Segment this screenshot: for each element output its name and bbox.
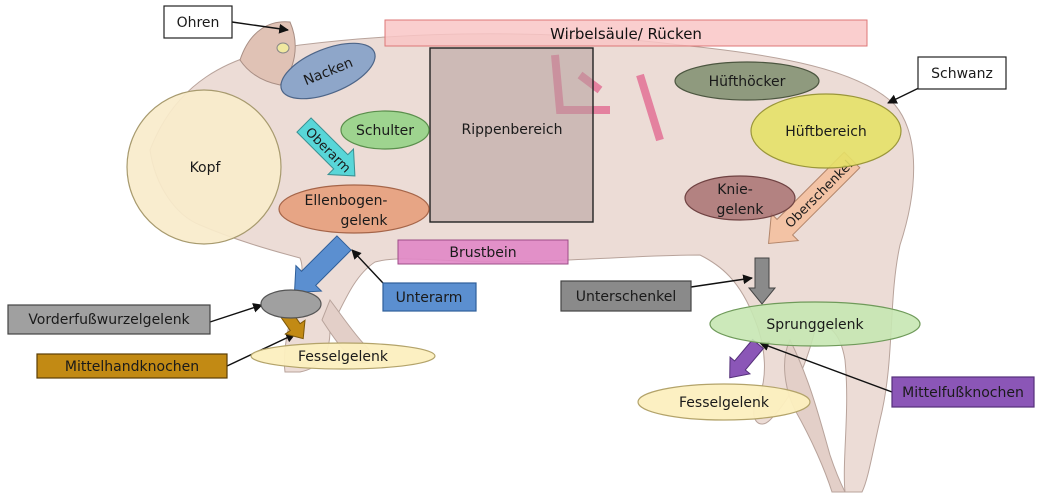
fesselgelenk-hinten-label: Fesselgelenk <box>679 395 770 411</box>
schwanz-label: Schwanz <box>931 66 993 82</box>
ellenbogen-label-1: Ellenbogen- <box>305 193 388 209</box>
brustbein-label: Brustbein <box>449 245 516 261</box>
rippenbereich-label: Rippenbereich <box>462 122 563 138</box>
kopf-label: Kopf <box>190 160 222 176</box>
unterarm-label: Unterarm <box>396 290 463 306</box>
knie-label-1: Knie- <box>717 182 753 198</box>
hueftbereich-label: Hüftbereich <box>785 124 867 140</box>
schulter-label: Schulter <box>356 123 414 139</box>
ellenbogen-label-2: gelenk <box>341 213 389 229</box>
sprunggelenk-label: Sprunggelenk <box>766 317 864 333</box>
unterschenkel-label: Unterschenkel <box>576 289 676 305</box>
vorderfusswurzelgelenk-region <box>261 290 321 318</box>
knie-label-2: gelenk <box>717 202 765 218</box>
mittelfussknochen-label: Mittelfußknochen <box>902 385 1024 401</box>
wirbelsaeule-label: Wirbelsäule/ Rücken <box>550 25 702 43</box>
vorderfusswurzelgelenk-label: Vorderfußwurzelgelenk <box>28 312 190 328</box>
ohren-label: Ohren <box>177 15 220 31</box>
vorderfusswurzel-leader <box>210 305 262 322</box>
mittelhandknochen-label: Mittelhandknochen <box>65 359 199 375</box>
pig-ear-tag <box>277 43 289 53</box>
fesselgelenk-vorn-label: Fesselgelenk <box>298 349 389 365</box>
huefthoecker-label: Hüfthöcker <box>709 74 786 90</box>
